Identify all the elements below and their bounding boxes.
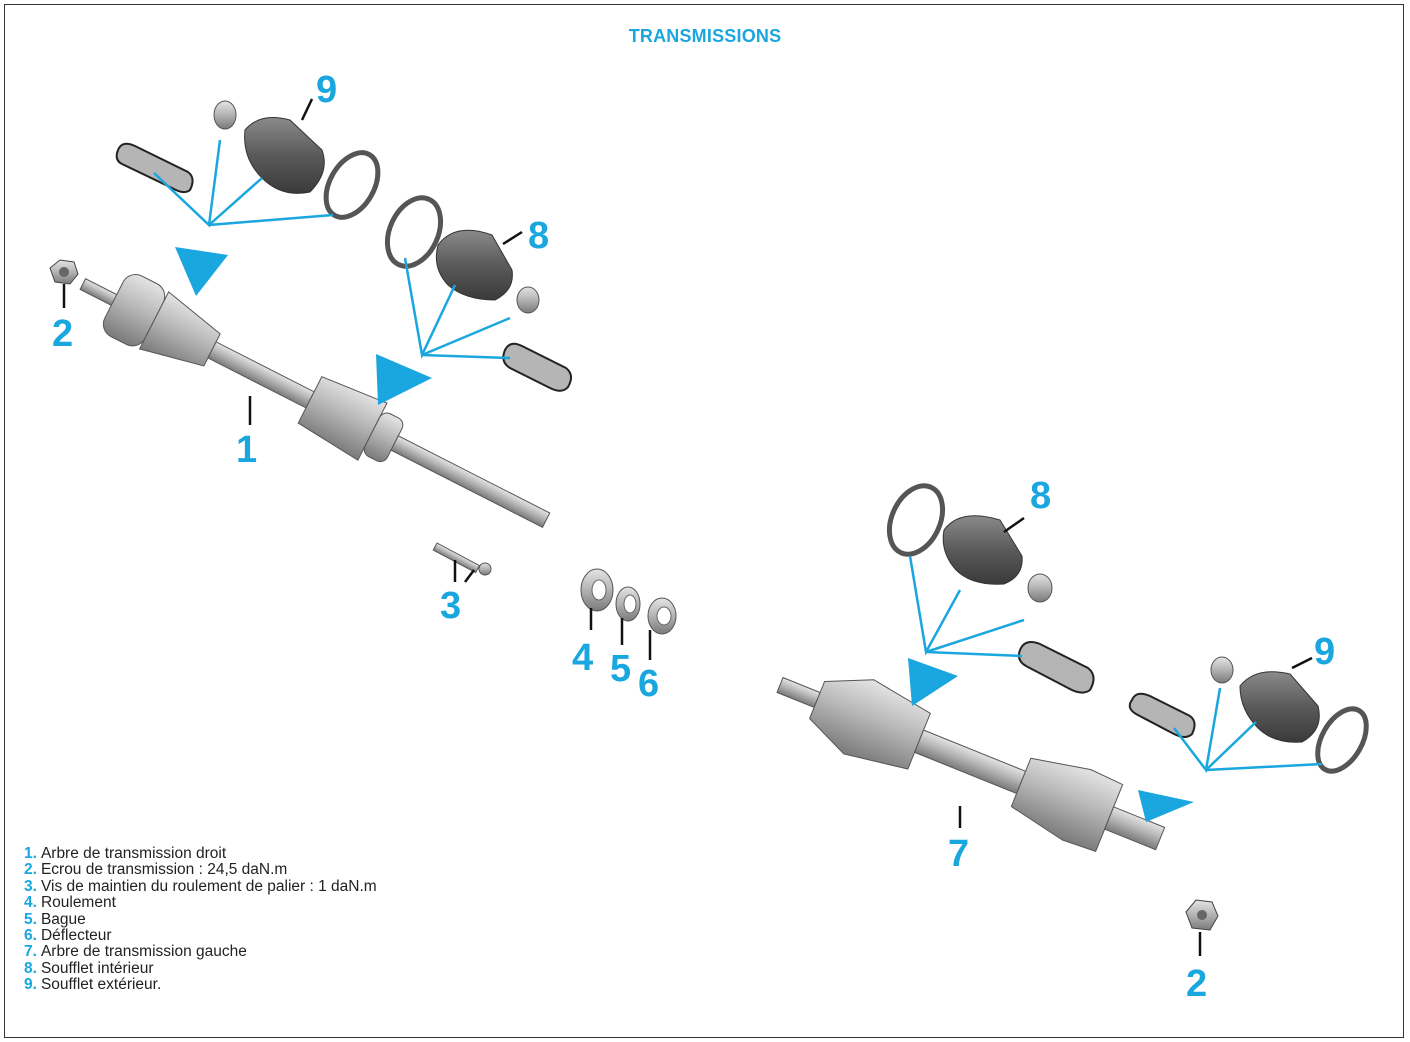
legend-text: Soufflet extérieur. [40,976,162,994]
callout-3: 3 [440,585,461,627]
legend-item: 3.Vis de maintien du roulement de palier… [24,877,377,895]
callout-8-left: 8 [1030,475,1051,517]
legend-item: 1.Arbre de transmission droit [24,845,377,862]
legend-number: 5. [24,910,37,928]
legend-text: Ecrou de transmission : 24,5 daN.m [40,861,288,879]
legend-item: 7.Arbre de transmission gauche [24,944,377,960]
boot-icon [1239,671,1320,743]
callout-8-right: 8 [528,215,549,257]
callout-1: 1 [236,429,257,471]
legend-text: Soufflet intérieur [40,959,154,977]
grease-packet-icon [1017,641,1095,694]
bearing-icon [580,568,614,630]
inner-boot-kit-right [376,195,572,405]
legend-item: 8.Soufflet intérieur [24,959,377,977]
callout-7: 7 [948,833,969,875]
arrow-icon [1138,790,1194,822]
grease-packet-icon [1128,692,1196,738]
nut-icon [1185,899,1219,931]
legend-number: 4. [24,894,37,912]
right-drive-shaft [49,259,551,528]
arrow-icon [908,658,958,706]
boot-icon [213,98,381,220]
bolt-icon [432,542,492,583]
legend-number: 9. [24,976,37,994]
legend-item: 9.Soufflet extérieur. [24,977,377,993]
boot-icon [942,515,1053,603]
callout-5: 5 [610,648,631,690]
callout-2-left: 2 [1186,963,1207,1005]
legend-item: 2.Ecrou de transmission : 24,5 daN.m [24,862,377,878]
callout-4: 4 [572,637,593,679]
diagram-title: TRANSMISSIONS [628,26,782,46]
grease-packet-icon [115,142,194,194]
grease-packet-icon [502,342,572,392]
diagram-frame [4,4,1404,1038]
legend-item: 6.Déflecteur [24,927,377,945]
ring-icon [615,586,641,645]
outer-boot-kit-left [1128,656,1369,822]
arrow-icon [376,354,432,405]
legend-number: 6. [24,927,37,945]
inner-boot-kit-left [886,483,1095,706]
legend-text: Bague [40,910,86,928]
boot-icon [435,229,540,314]
legend-number: 3. [24,877,37,895]
left-drive-shaft [776,676,1219,956]
legend-text: Arbre de transmission droit [40,845,227,862]
legend: 1.Arbre de transmission droit 2.Ecrou de… [24,845,377,994]
legend-text: Vis de maintien du roulement de palier :… [40,877,377,895]
legend-number: 2. [24,861,37,879]
nut-icon [49,259,79,285]
legend-text: Déflecteur [40,927,112,945]
deflector-icon [647,597,677,660]
legend-text: Roulement [40,894,116,912]
arrow-icon [175,247,228,296]
legend-text: Arbre de transmission gauche [40,943,247,961]
legend-number: 1. [24,845,37,862]
legend-item: 4.Roulement [24,895,377,911]
legend-item: 5.Bague [24,910,377,928]
callout-6: 6 [638,663,659,705]
outer-boot-kit-right [115,98,381,296]
callout-9-right: 9 [316,69,337,111]
callout-2-right: 2 [52,313,73,355]
legend-number: 8. [24,959,37,977]
legend-number: 7. [24,943,37,961]
callout-9-left: 9 [1314,631,1335,673]
